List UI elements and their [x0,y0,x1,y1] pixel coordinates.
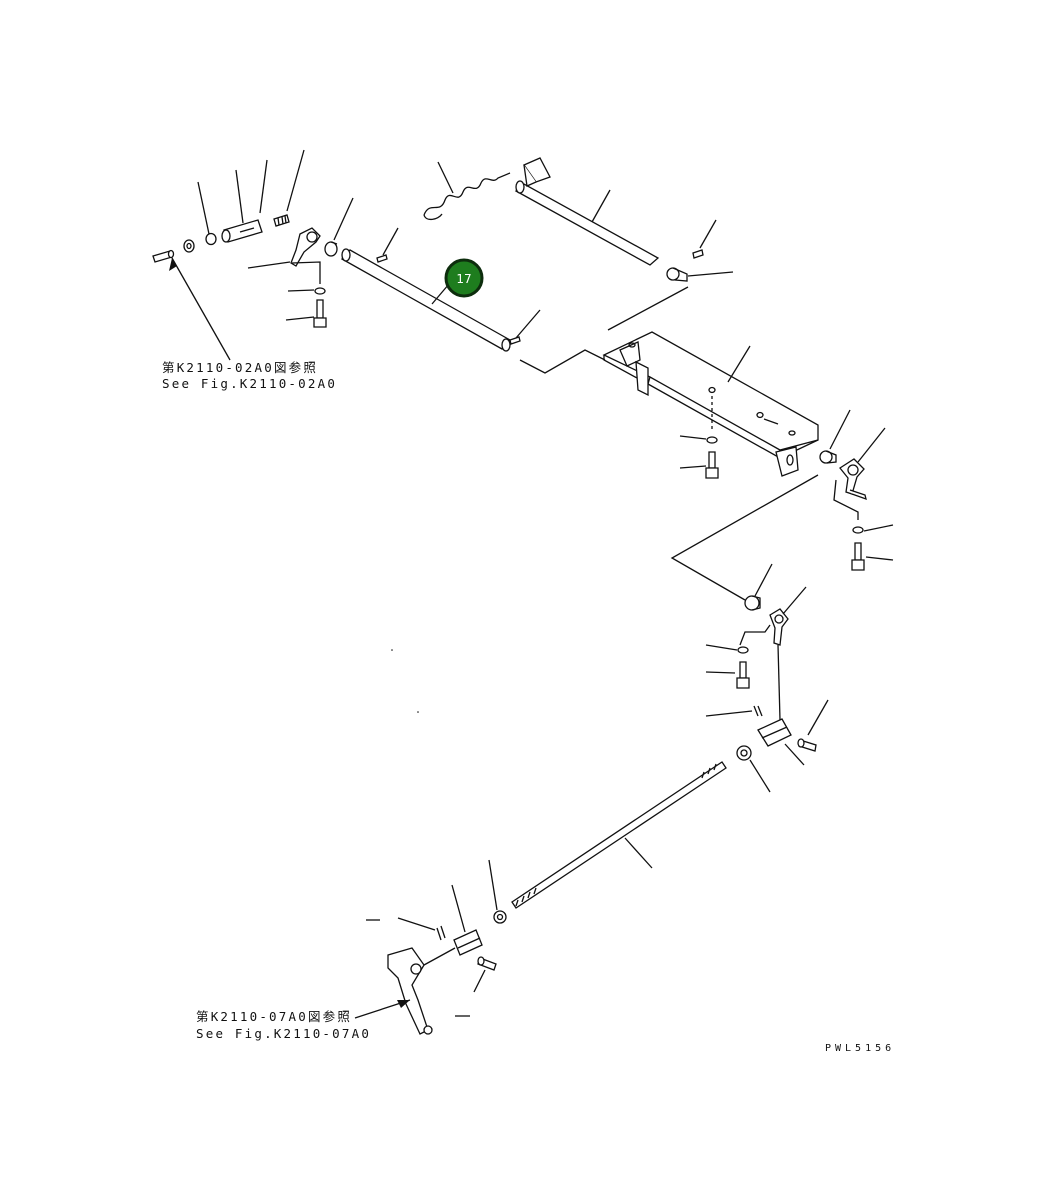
pin-assembly [152,214,338,328]
bracket-plate [602,331,837,479]
leader-lines-shafts [382,161,734,339]
shaft-upper [514,157,704,282]
return-spring [423,172,511,221]
assembly-outline-lower [670,474,819,601]
reference-arrow-bottom [354,999,411,1019]
reference-label-bottom-en: See Fig.K2110-07A0 [196,1026,371,1041]
reference-label-top-jp: 第K2110-02A0図参照 [162,360,318,375]
reference-arrow-top [169,257,231,361]
shaft-17 [340,248,521,352]
leader-lines-bracket [679,345,886,469]
drawing-code: PWL5156 [825,1043,895,1054]
lever-middle [736,595,817,761]
bottom-pedal-assembly [387,910,507,1035]
leader-lines-upper-left [197,149,354,321]
lever-right [833,458,894,571]
callout-badge-17[interactable]: 17 [444,258,484,298]
callout-badge-label: 17 [456,272,471,286]
leader-lines-middle [705,563,829,793]
reference-label-bottom-jp: 第K2110-07A0図参照 [196,1009,352,1024]
reference-label-top-en: See Fig.K2110-02A0 [162,376,337,391]
assembly-outline-upper [519,286,689,374]
leader-lines-bottom [366,859,498,1017]
long-rod [511,761,727,909]
